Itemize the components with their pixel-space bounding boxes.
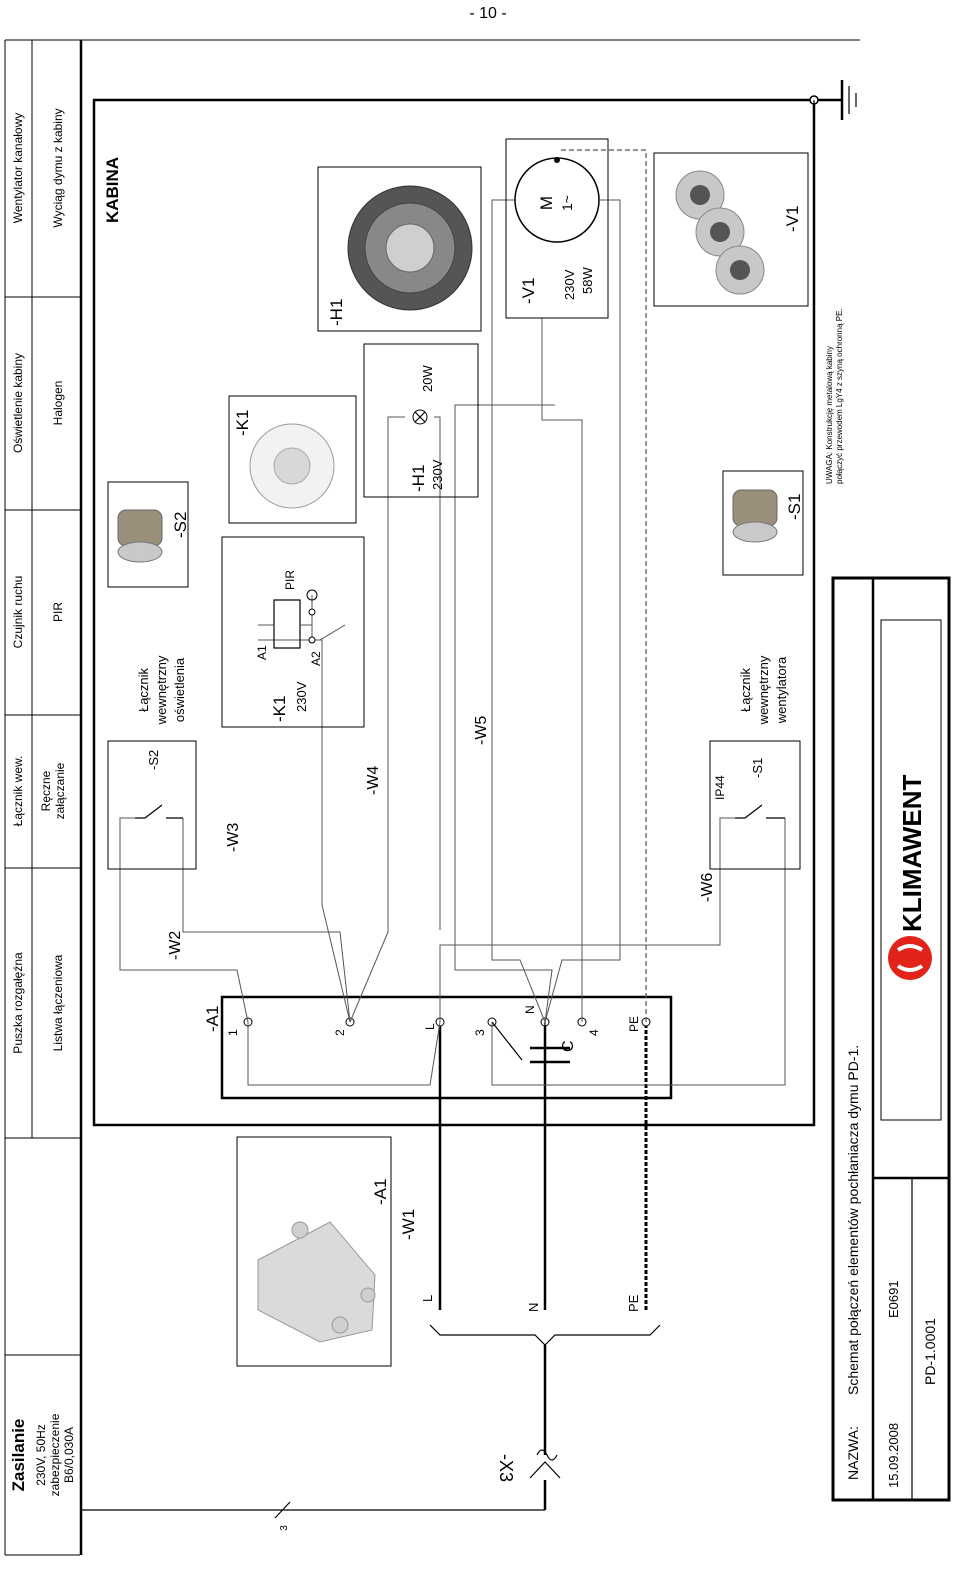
title-block: NAZWA: Schemat połączeń elementów pochła…: [831, 576, 951, 1502]
supply-feed: 3 -X3: [81, 1324, 661, 1531]
switch-s2-desc-2: wewnętrzny: [154, 655, 169, 725]
sensor-k1-label: -K1: [270, 696, 289, 722]
doc-date: 15.09.2008: [886, 1423, 901, 1488]
column-title-lighting: Oświetlenie kabiny: [11, 353, 25, 453]
cable-w1-label: -W1: [399, 1209, 418, 1240]
switch-s2-label: -S2: [146, 750, 161, 770]
mains-pe-label: PE: [626, 1294, 641, 1312]
column-title-junction: Puszka rozgałęźna: [11, 952, 25, 1054]
photo-h1-label: -H1: [327, 299, 346, 326]
fan-v1-voltage: 230V: [562, 269, 577, 300]
ground-symbol: [809, 80, 857, 590]
note-line-1: UWAGA: Konstrukcję metalową kabiny: [825, 346, 834, 484]
photo-junction-box: -A1: [236, 1136, 392, 1367]
terminal-4: 4: [587, 1029, 601, 1036]
switch-s1-ip: IP44: [713, 775, 727, 800]
sensor-a2: A2: [309, 651, 323, 666]
sensor-a1: A1: [255, 645, 269, 660]
column-sub-switch-2: załączanie: [53, 762, 67, 819]
switch-s2-desc-1: Łącznik: [136, 667, 151, 712]
terminal-2: 2: [333, 1029, 347, 1036]
terminal-l: L: [423, 1023, 437, 1030]
cable-w3-label: -W3: [225, 823, 242, 852]
photo-fan-v1: -V1: [653, 152, 809, 307]
lamp-h1-label: -H1: [409, 465, 428, 492]
klimawent-logo-icon: [888, 936, 932, 980]
page-number: - 10 -: [469, 5, 506, 22]
column-title-switch: Łącznik wew.: [11, 756, 25, 827]
photo-s2-label: -S2: [171, 512, 190, 538]
column-sub-supply-2: zabezpieczenie: [48, 1413, 62, 1496]
mains-l-label: L: [420, 1295, 435, 1302]
column-title-fan: Wentylator kanałowy: [11, 113, 25, 224]
switch-s1-schematic: IP44 -S1 Łącznik wewnętrzny wentylatora: [709, 655, 801, 870]
column-sub-lighting: Halogen: [51, 381, 65, 426]
switch-s1-desc-1: Łącznik: [738, 667, 753, 712]
column-sub-supply-3: B6/0,030A: [62, 1427, 76, 1483]
switch-s1-desc-2: wewnętrzny: [756, 655, 771, 725]
column-title-sensor: Czujnik ruchu: [11, 576, 25, 649]
photo-s1-label: -S1: [785, 494, 804, 520]
pir-sun-icon: [306, 589, 318, 601]
cable-brace: [429, 1324, 661, 1346]
cable-w2-label: -W2: [167, 931, 184, 960]
capacitor-label: C: [560, 1040, 577, 1052]
note-line-2: połączyć przewodem LgY4 z szyną ochronną…: [835, 308, 844, 484]
fan-v1-power: 58W: [580, 267, 595, 294]
photo-a1-label: -A1: [371, 1179, 390, 1205]
cable-routes: -W2 -W3 -W4 -W5 -W6: [119, 149, 735, 1023]
photo-v1-label: -V1: [783, 206, 802, 232]
mains-n-label: N: [526, 1303, 541, 1312]
terminal-1: 1: [226, 1029, 240, 1036]
name-label: NAZWA:: [845, 1426, 861, 1480]
brand-name: KLIMAWENT: [897, 774, 927, 932]
terminal-n: N: [523, 1005, 537, 1014]
plug-label: -X3: [496, 1454, 516, 1482]
motor-icon: [514, 157, 600, 243]
lamp-h1-voltage: 230V: [430, 459, 445, 490]
switch-s2-desc-3: oświetlenia: [172, 657, 187, 722]
terminal-pe: PE: [627, 1016, 641, 1032]
photo-halogen-h1: -H1: [317, 166, 482, 332]
lamp-h1-power: 20W: [420, 365, 435, 392]
sensor-k1-schematic: A1 A2 PIR -K1 230V: [221, 536, 365, 728]
header-strip: Zasilanie 230V, 50Hz zabezpieczenie B6/0…: [4, 39, 860, 1556]
photo-switch-s1: -S1: [722, 470, 804, 576]
cable-w5-label: -W5: [473, 716, 490, 745]
cable-count: 3: [279, 1525, 290, 1531]
cabin-label: KABINA: [103, 157, 122, 223]
photo-k1-label: -K1: [233, 410, 252, 436]
sensor-k1-voltage: 230V: [294, 681, 309, 712]
photo-switch-s2: -S2: [107, 481, 190, 588]
fan-v1-label: -V1: [519, 278, 538, 304]
doc-code: E0691: [886, 1280, 901, 1318]
lamp-h1-schematic: -H1 230V 20W: [363, 343, 479, 498]
switch-s2-schematic: -S2 Łącznik wewnętrzny oświetlenia: [107, 655, 197, 870]
mains-conductors: L N PE -W1: [399, 1022, 648, 1312]
cable-w4-label: -W4: [365, 766, 382, 795]
cabin-frame: [92, 98, 816, 1127]
doc-number: PD-1.0001: [922, 1318, 938, 1385]
column-sub-fan: Wyciąg dymu z kabiny: [51, 108, 65, 227]
plug-x3-icon: [529, 1461, 561, 1479]
terminal-3: 3: [473, 1029, 487, 1036]
junction-box-label: -A1: [203, 1006, 222, 1032]
junction-box-a1: -A1 1 2 L 3 N 4 PE C: [203, 818, 786, 1100]
column-sub-junction: Listwa łączeniowa: [51, 954, 65, 1051]
column-sub-switch-1: Ręczne: [39, 770, 53, 811]
photo-sensor-k1: -K1: [228, 395, 357, 524]
column-sub-sensor: PIR: [51, 602, 65, 622]
fan-v1-schematic: M 1~ -V1 230V 58W: [505, 138, 609, 319]
diagram-name: Schemat połączeń elementów pochłaniacza …: [845, 1045, 861, 1395]
sensor-type: PIR: [283, 570, 297, 590]
column-title-supply: Zasilanie: [9, 1419, 28, 1492]
motor-label: M: [537, 196, 556, 210]
switch-s1-desc-3: wentylatora: [774, 656, 789, 724]
column-sub-supply-1: 230V, 50Hz: [34, 1424, 48, 1486]
cable-w6-label: -W6: [699, 873, 716, 902]
switch-s1-label: -S1: [750, 758, 765, 778]
motor-phase: 1~: [559, 195, 575, 211]
